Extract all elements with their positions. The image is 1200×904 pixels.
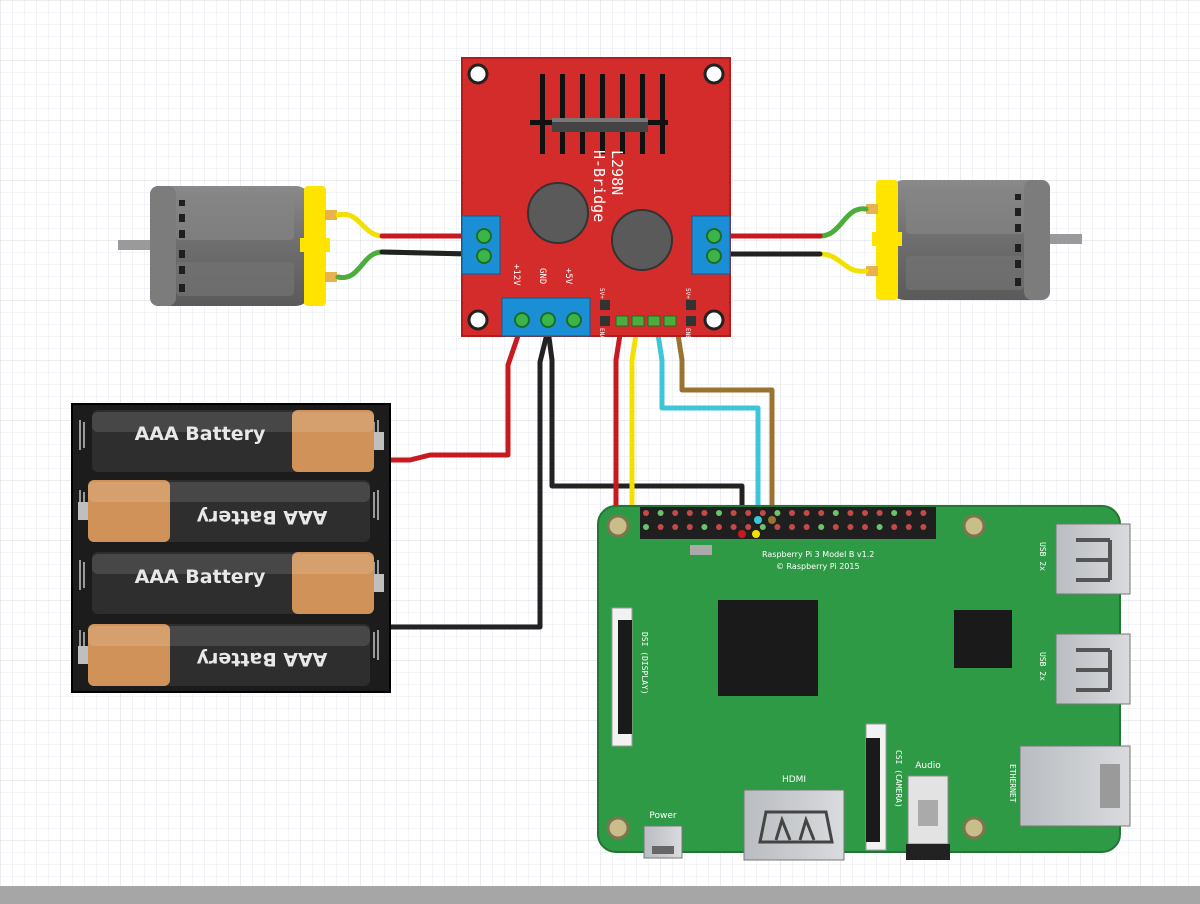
gpio-pin[interactable] bbox=[730, 524, 737, 530]
gpio-pin[interactable] bbox=[789, 524, 795, 530]
capacitor bbox=[611, 209, 673, 271]
capacitor bbox=[527, 182, 589, 244]
gpio-pin[interactable] bbox=[803, 510, 810, 516]
pi-model-label: Raspberry Pi 3 Model B v1.2 bbox=[762, 550, 874, 559]
soc-chip bbox=[718, 600, 818, 696]
gpio-pin[interactable] bbox=[818, 510, 825, 516]
usb-label-top: USB 2x bbox=[1038, 542, 1047, 571]
gpio-pin[interactable] bbox=[745, 524, 752, 530]
dsi-display-connector[interactable] bbox=[611, 607, 633, 747]
dsi-label: DSI (DISPLAY) bbox=[640, 632, 649, 695]
gpio-pin[interactable] bbox=[672, 524, 679, 530]
label-5v-right: 5V+ bbox=[684, 288, 691, 299]
gpio-pin[interactable] bbox=[891, 510, 898, 516]
gpio-pin[interactable] bbox=[862, 510, 868, 516]
heatsink bbox=[530, 74, 668, 154]
gpio-pin[interactable] bbox=[832, 524, 839, 530]
gpio-pin[interactable] bbox=[716, 510, 722, 516]
pin-label-vin: +12V bbox=[511, 264, 521, 286]
gpio-pin[interactable] bbox=[686, 524, 693, 530]
label-5v-left: 5V+ bbox=[598, 288, 605, 299]
gpio-pin[interactable] bbox=[774, 510, 781, 516]
ethernet-port[interactable] bbox=[1019, 745, 1131, 827]
gpio-pin[interactable] bbox=[876, 524, 883, 530]
battery-pack[interactable]: AAA Battery AAA Battery AAA Battery AAA … bbox=[71, 403, 391, 693]
hbridge-title-line1: L298N bbox=[608, 150, 626, 195]
motor-wires-right bbox=[717, 206, 869, 274]
gpio-pin[interactable] bbox=[905, 510, 912, 516]
terminal-block-motor-b[interactable] bbox=[691, 215, 731, 275]
gpio-wire-ends bbox=[738, 516, 776, 538]
terminal-block-motor-a[interactable] bbox=[461, 215, 501, 275]
gpio-pin[interactable] bbox=[818, 524, 825, 530]
label-enb: ENB bbox=[684, 328, 691, 339]
gpio-pin[interactable] bbox=[920, 510, 927, 516]
gpio-pin[interactable] bbox=[701, 524, 708, 530]
csi-camera-connector[interactable] bbox=[865, 723, 887, 851]
bottom-status-bar bbox=[0, 886, 1200, 904]
gpio-pin[interactable] bbox=[643, 510, 649, 516]
raspberry-logo-icon bbox=[734, 546, 758, 574]
gpio-pin[interactable] bbox=[905, 524, 912, 530]
power-label: Power bbox=[649, 811, 677, 821]
pin-label-gnd: GND bbox=[537, 268, 547, 284]
label-ena: ENA bbox=[598, 328, 605, 339]
gpio-pin[interactable] bbox=[789, 510, 795, 516]
battery-power-wires bbox=[387, 327, 551, 630]
hdmi-label: HDMI bbox=[782, 775, 806, 785]
gpio-pin[interactable] bbox=[832, 510, 839, 516]
pi-copyright-label: © Raspberry Pi 2015 bbox=[776, 562, 860, 571]
gpio-pin[interactable] bbox=[876, 510, 883, 516]
dc-motor-right[interactable] bbox=[866, 180, 1082, 300]
gpio-pin[interactable] bbox=[920, 524, 927, 530]
ethernet-label: ETHERNET bbox=[1008, 764, 1017, 803]
battery-label: AAA Battery bbox=[196, 506, 327, 528]
gnd-wire-hbridge-to-pi bbox=[545, 329, 745, 520]
usb-controller-chip bbox=[954, 610, 1012, 668]
gpio-pin[interactable] bbox=[657, 510, 664, 516]
gpio-pin[interactable] bbox=[716, 524, 722, 530]
raspberry-pi-board[interactable]: Raspberry Pi 3 Model B v1.2 © Raspberry … bbox=[597, 505, 1131, 861]
audio-label: Audio bbox=[915, 761, 941, 771]
gpio-pin[interactable] bbox=[759, 510, 766, 516]
hbridge-title-line2: H-Bridge bbox=[590, 150, 608, 222]
battery-cell: AAA Battery bbox=[92, 552, 384, 614]
usb-port-bottom[interactable] bbox=[1055, 633, 1131, 705]
battery-cell: AAA Battery bbox=[78, 624, 370, 686]
battery-cell: AAA Battery bbox=[92, 410, 384, 472]
csi-label: CSI (CAMERA) bbox=[894, 750, 903, 808]
gpio-pin[interactable] bbox=[862, 524, 868, 530]
power-micro-usb-port[interactable] bbox=[643, 825, 683, 859]
hdmi-port[interactable] bbox=[743, 789, 845, 861]
gpio-pin[interactable] bbox=[759, 524, 766, 530]
status-led bbox=[690, 545, 712, 555]
battery-label: AAA Battery bbox=[135, 423, 266, 445]
gpio-pin[interactable] bbox=[686, 510, 693, 516]
gpio-pin[interactable] bbox=[847, 510, 854, 516]
gpio-pin[interactable] bbox=[803, 524, 810, 530]
usb-port-top[interactable] bbox=[1055, 523, 1131, 595]
audio-jack[interactable] bbox=[906, 775, 950, 860]
usb-label-bottom: USB 2x bbox=[1038, 652, 1047, 681]
gpio-pin[interactable] bbox=[657, 524, 664, 530]
dc-motor-left[interactable] bbox=[118, 186, 337, 306]
gpio-pin[interactable] bbox=[745, 510, 752, 516]
control-header[interactable] bbox=[600, 300, 696, 327]
gpio-pin[interactable] bbox=[774, 524, 781, 530]
gpio-pin[interactable] bbox=[847, 524, 854, 530]
gpio-header[interactable] bbox=[640, 507, 936, 539]
gpio-pin[interactable] bbox=[672, 510, 679, 516]
battery-cell: AAA Battery bbox=[78, 480, 370, 542]
pin-label-5v: +5V bbox=[563, 268, 573, 285]
motor-wires-left bbox=[335, 211, 473, 280]
terminal-block-power[interactable] bbox=[501, 297, 591, 337]
l298n-h-bridge[interactable]: L298N H-Bridge +12V GND +5V bbox=[461, 57, 731, 339]
battery-label: AAA Battery bbox=[135, 566, 266, 588]
gpio-pin[interactable] bbox=[643, 524, 649, 530]
gpio-pin[interactable] bbox=[701, 510, 708, 516]
gpio-pin[interactable] bbox=[730, 510, 737, 516]
gpio-pin[interactable] bbox=[891, 524, 898, 530]
battery-label: AAA Battery bbox=[196, 648, 327, 670]
